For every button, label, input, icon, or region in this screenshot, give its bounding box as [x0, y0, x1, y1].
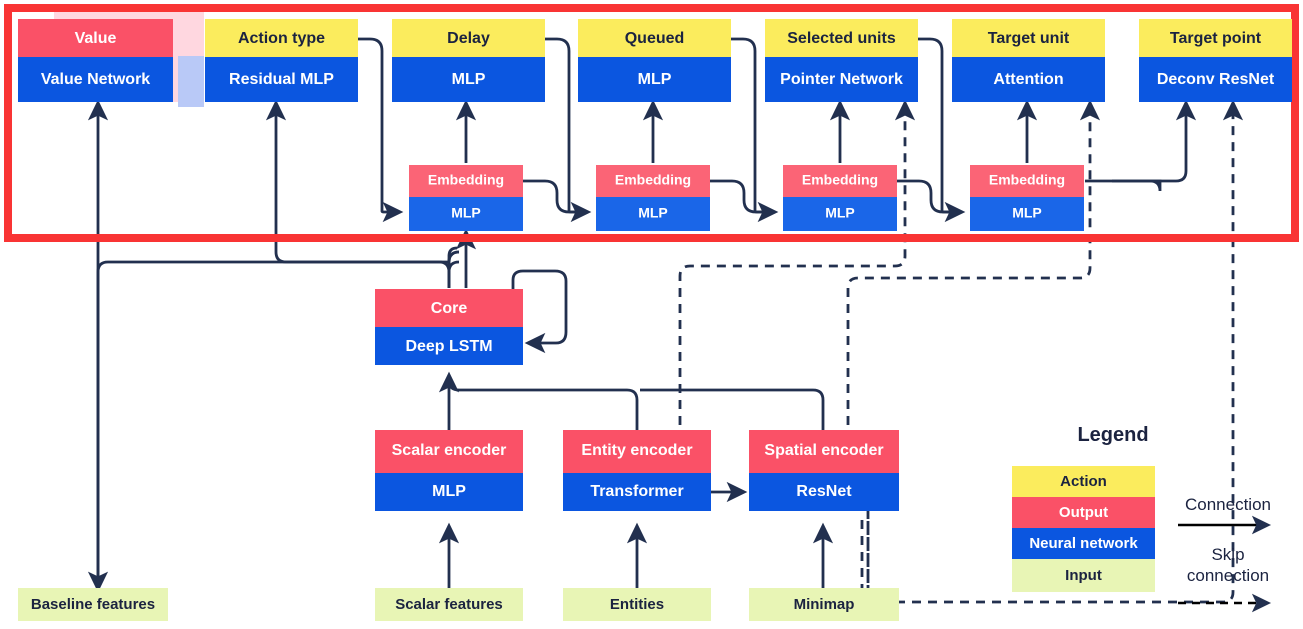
- encoder-network-label: ResNet: [796, 483, 852, 500]
- head-box-target-unit[interactable]: Target unit Attention: [952, 19, 1105, 102]
- encoder-network-label: Transformer: [590, 483, 683, 500]
- input-label: Entities: [610, 596, 664, 613]
- legend-swatch-label: Neural network: [1029, 535, 1138, 552]
- core-box[interactable]: Core Deep LSTM: [375, 289, 523, 365]
- legend-swatch-action: Action: [1012, 466, 1155, 497]
- red-highlight-region: [4, 4, 1299, 242]
- legend-swatch-neural-network: Neural network: [1012, 528, 1155, 559]
- legend-skip-label-line1: Skip: [1211, 545, 1244, 564]
- core-network-label: Deep LSTM: [405, 338, 492, 355]
- embedding-network-label: MLP: [1012, 205, 1042, 221]
- input-label: Scalar features: [395, 596, 503, 613]
- encoder-output-label: Spatial encoder: [764, 442, 883, 459]
- head-network-label: Deconv ResNet: [1157, 71, 1275, 88]
- head-action-label: Target unit: [988, 30, 1070, 47]
- head-action-label: Value: [75, 30, 117, 47]
- input-label: Minimap: [794, 596, 855, 613]
- legend-swatch-output: Output: [1012, 497, 1155, 528]
- input-box-minimap[interactable]: Minimap: [749, 588, 899, 621]
- embedding-box-action-type[interactable]: Embedding MLP: [409, 165, 523, 231]
- head-box-queued[interactable]: Queued MLP: [578, 19, 731, 102]
- head-action-label: Target point: [1170, 30, 1262, 47]
- encoder-network-label: MLP: [432, 483, 466, 500]
- legend-skip-label-line2: connection: [1187, 566, 1269, 585]
- input-label: Baseline features: [31, 596, 155, 613]
- head-box-action-type[interactable]: Action type Residual MLP: [205, 19, 358, 102]
- legend-title: Legend: [1077, 424, 1148, 446]
- head-box-target-point[interactable]: Target point Deconv ResNet: [1139, 19, 1292, 102]
- legend: Legend Action Output Neural network Inpu…: [1012, 424, 1272, 613]
- head-action-label: Selected units: [787, 30, 896, 47]
- embedding-network-label: MLP: [638, 205, 668, 221]
- core-output-label: Core: [431, 300, 468, 317]
- legend-swatch-label: Output: [1059, 504, 1108, 521]
- encoder-output-label: Scalar encoder: [392, 442, 507, 459]
- embedding-box-queued[interactable]: Embedding MLP: [783, 165, 897, 231]
- encoder-box-entity[interactable]: Entity encoder Transformer: [563, 430, 711, 511]
- head-network-label: Value Network: [41, 71, 150, 88]
- head-network-label: MLP: [638, 71, 672, 88]
- embedding-output-label: Embedding: [802, 172, 878, 188]
- head-action-label: Delay: [447, 30, 490, 47]
- encoder-output-label: Entity encoder: [581, 442, 692, 459]
- embedding-output-label: Embedding: [428, 172, 504, 188]
- head-action-label: Queued: [625, 30, 685, 47]
- embedding-box-selected-units[interactable]: Embedding MLP: [970, 165, 1084, 231]
- input-box-baseline-features[interactable]: Baseline features: [18, 588, 168, 621]
- encoder-box-scalar[interactable]: Scalar encoder MLP: [375, 430, 523, 511]
- legend-swatch-label: Action: [1060, 473, 1107, 490]
- legend-swatch-label: Input: [1065, 567, 1102, 584]
- embedding-network-label: MLP: [825, 205, 855, 221]
- legend-connection-label: Connection: [1185, 495, 1271, 514]
- embedding-output-label: Embedding: [615, 172, 691, 188]
- head-box-selected-units[interactable]: Selected units Pointer Network: [765, 19, 918, 102]
- head-box-value[interactable]: Value Value Network: [18, 19, 173, 102]
- encoder-box-spatial[interactable]: Spatial encoder ResNet: [749, 430, 899, 511]
- edges-solid: [87, 37, 1197, 593]
- embedding-network-label: MLP: [451, 205, 481, 221]
- embedding-box-delay[interactable]: Embedding MLP: [596, 165, 710, 231]
- head-box-delay[interactable]: Delay MLP: [392, 19, 545, 102]
- input-box-scalar-features[interactable]: Scalar features: [375, 588, 523, 621]
- legend-swatch-input: Input: [1012, 559, 1155, 592]
- head-network-label: Residual MLP: [229, 71, 334, 88]
- head-network-label: Pointer Network: [780, 71, 903, 88]
- head-network-label: Attention: [993, 71, 1063, 88]
- head-network-label: MLP: [452, 71, 486, 88]
- input-box-entities[interactable]: Entities: [563, 588, 711, 621]
- head-action-label: Action type: [238, 30, 325, 47]
- embedding-output-label: Embedding: [989, 172, 1065, 188]
